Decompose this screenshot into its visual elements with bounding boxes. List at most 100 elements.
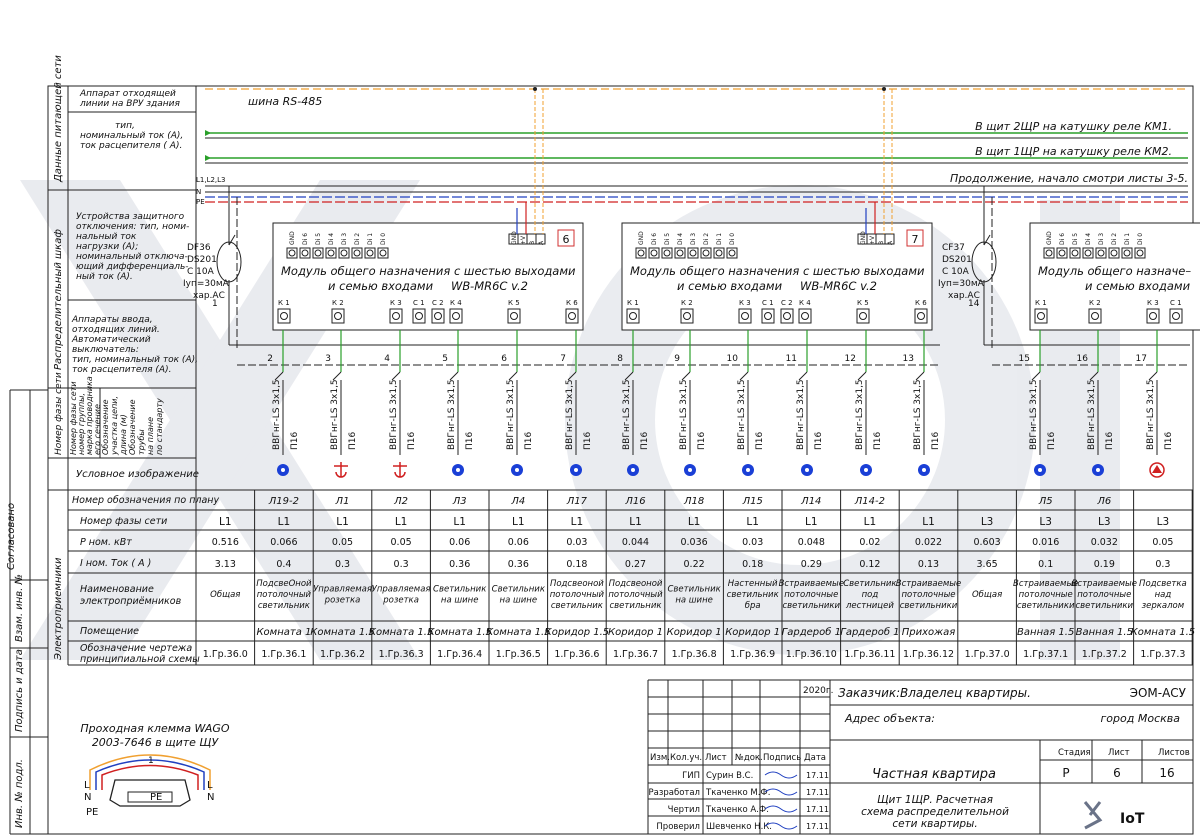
cell-name: светильники: [1076, 601, 1134, 611]
cell-designation: Л2: [393, 496, 408, 507]
breaker-type: DS201: [187, 255, 217, 265]
relay-label: К 1: [278, 299, 290, 307]
cable-b-label: участка цепи,: [110, 396, 119, 456]
cell-phase: L3: [1157, 516, 1170, 528]
relay-screw: [510, 312, 518, 320]
breaker-nominal: С 10А: [942, 267, 970, 277]
module-pin-screw: [702, 249, 710, 257]
module-num-box: [906, 229, 924, 247]
cell-power: 0.036: [680, 537, 707, 548]
wago-n-right: N: [207, 792, 214, 803]
relay-terminal: [856, 308, 870, 324]
module-pin: [338, 247, 350, 259]
module-pin-screw: [314, 249, 322, 257]
cell-current: 0.36: [449, 559, 470, 570]
group-switch: [274, 371, 284, 381]
wago-l-right: L: [207, 780, 213, 791]
pipe-mark: П16: [1105, 432, 1115, 450]
module-pin: [1082, 247, 1094, 259]
module-pin-label: Di 2: [1111, 233, 1118, 245]
group-number: 16: [1077, 354, 1089, 364]
module-pin: [1069, 247, 1081, 259]
inputs-label: ток расцепителя (А).: [72, 365, 171, 375]
cell-phase: L1: [453, 516, 466, 528]
relay-screw: [764, 312, 772, 320]
cell-current: 3.65: [977, 559, 998, 570]
wago-title-2: 2003-7646 в щите ЩУ: [92, 736, 220, 749]
cell-name: Встраиваемые: [1072, 579, 1137, 589]
side-sign-date: Подпись и дата: [14, 649, 25, 732]
module-pin: [1043, 247, 1055, 259]
cell-name: на шине: [675, 596, 713, 606]
cable-mark: ВВГнг-LS 3х1,5: [913, 379, 923, 450]
cell-name: над: [1155, 590, 1172, 600]
cell-current: 0.3: [1155, 559, 1170, 570]
module-model: WB-MR6C v.2: [800, 279, 877, 293]
group-number: 4: [384, 354, 390, 364]
cell-scheme: 1.Гр.36.6: [554, 649, 599, 660]
relay-label: К 6: [566, 299, 578, 307]
relay-terminal: [1146, 308, 1160, 324]
cell-name: потолочный: [608, 590, 663, 600]
cable-b-label: длина (м): [119, 414, 128, 456]
module-pin-screw: [650, 249, 658, 257]
cell-current: 0.22: [684, 559, 705, 570]
stamp-desc: схема распределительной: [861, 806, 1009, 818]
relay-terminal: [431, 308, 445, 324]
group-number: 15: [1019, 354, 1030, 364]
module-pin-screw: [353, 249, 361, 257]
stamp-sheet: 6: [1113, 766, 1121, 780]
rcd-label: Устройства защитного: [76, 212, 185, 222]
module-pin-screw: [1058, 249, 1066, 257]
cell-phase: L1: [746, 516, 759, 528]
cell-designation: Л1: [335, 496, 350, 507]
cable-b-label: по стандарту: [155, 398, 164, 455]
relay-screw: [334, 312, 342, 320]
relay-screw: [392, 312, 400, 320]
cell-name: Подсветка: [1139, 579, 1187, 589]
module-pin-screw: [379, 249, 387, 257]
group-number: 7: [560, 354, 566, 364]
wire-pe-label: PE: [196, 198, 205, 206]
cell-phase: L1: [395, 516, 408, 528]
relay-screw: [917, 312, 925, 320]
cell-name: Светильник: [843, 579, 897, 589]
relay-screw: [434, 312, 442, 320]
mirror-light-icon-inner: [1152, 465, 1162, 473]
relay-terminal: [507, 308, 521, 324]
cell-power: 0.048: [798, 537, 825, 548]
module-bus-pin-label: GND: [511, 231, 518, 245]
cell-name: Общая: [972, 590, 1002, 600]
relay-screw: [452, 312, 460, 320]
breaker-contact: [983, 234, 991, 246]
group-switch: [681, 371, 691, 381]
relay-screw: [1149, 312, 1157, 320]
cell-phase: L1: [336, 516, 349, 528]
cell-power: 0.02: [859, 537, 880, 548]
side-inv-sub: Взам. инв. №: [14, 574, 25, 642]
cell-name: на шине: [500, 596, 538, 606]
cell-phase: L3: [1039, 516, 1052, 528]
lamp-icon-core: [281, 468, 285, 472]
pipe-mark: П16: [290, 432, 300, 450]
cell-name: светильник: [258, 601, 311, 611]
cell-scheme: 1.Гр.37.3: [1140, 649, 1185, 660]
cell-room: Гардероб 1: [782, 626, 841, 638]
signature: [764, 771, 798, 779]
row-label-name: электроприёмников: [80, 596, 182, 607]
cell-designation: Л18: [683, 496, 704, 507]
relay-screw: [801, 312, 809, 320]
cell-scheme: 1.Гр.36.7: [613, 649, 658, 660]
cell-designation: Л19-2: [268, 496, 299, 507]
side-supply-data: Данные питающей сети: [53, 55, 64, 183]
wago-n1: 1: [148, 756, 154, 766]
cell-name: лестницей: [845, 601, 894, 611]
cell-current: 0.3: [335, 559, 350, 570]
module-title: Модуль общего назначе–: [1038, 264, 1191, 278]
stamp-city: город Москва: [1101, 712, 1181, 725]
cell-scheme: 1.Гр.36.10: [786, 649, 837, 660]
